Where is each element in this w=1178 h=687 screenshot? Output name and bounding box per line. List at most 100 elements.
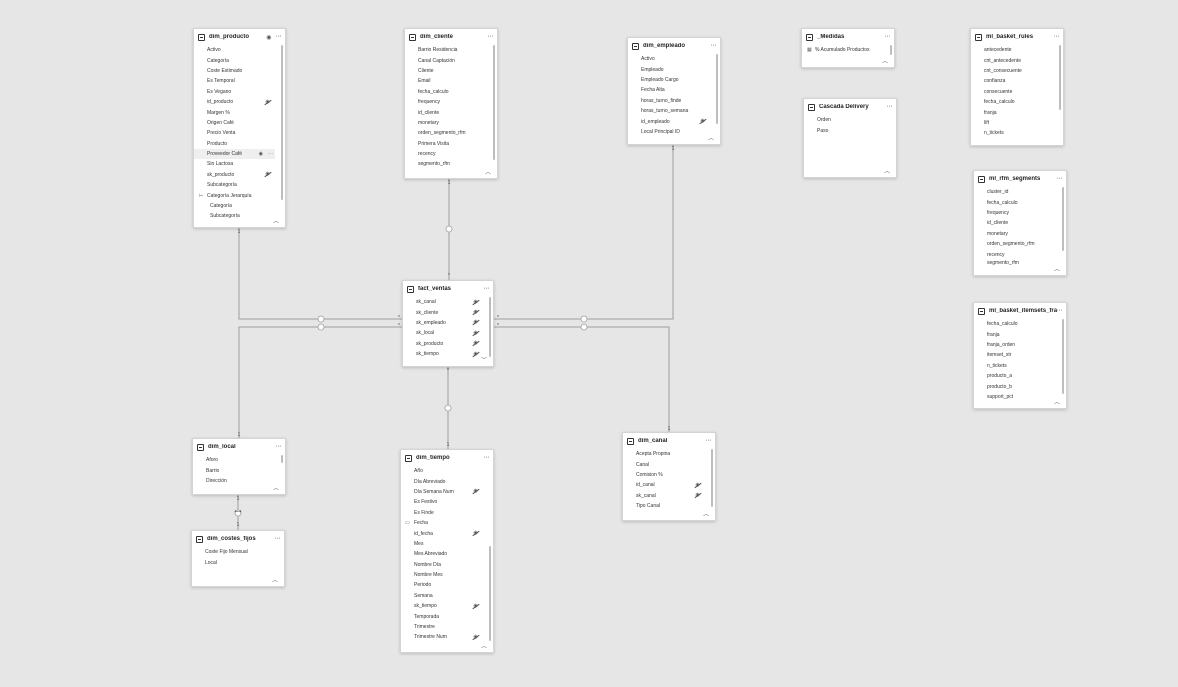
field-item[interactable]: Orden [817,117,831,124]
eye-hidden-icon[interactable]: ◉ [473,633,478,640]
scrollbar[interactable] [281,45,283,200]
chevron-up-icon[interactable]: ︿ [480,644,487,650]
field-item[interactable]: sk_canal◉ [636,492,700,499]
field-item[interactable]: id_cliente [987,220,1009,227]
field-item[interactable]: Temporada [414,613,440,620]
field-item[interactable]: Cliente [418,67,434,74]
field-item[interactable]: Es Festivo [414,499,438,506]
more-options-icon[interactable]: ··· [710,42,717,49]
chevron-up-icon[interactable]: ︿ [1053,267,1060,273]
scrollbar[interactable] [1062,187,1064,251]
field-item[interactable]: sk_empleado◉ [416,319,478,326]
field-item[interactable]: sk_tiempo◉ [414,602,478,610]
eye-hidden-icon[interactable]: ◉ [473,309,478,316]
field-item[interactable]: Email [418,78,431,85]
chevron-up-icon[interactable]: ︿ [881,59,888,65]
field-item[interactable]: fecha_calculo [987,199,1018,206]
table-header[interactable]: dim_cliente ··· [405,29,497,45]
scrollbar[interactable] [711,449,713,507]
field-item[interactable]: fecha_calculo [987,321,1018,328]
more-options-icon[interactable]: ··· [275,33,282,40]
field-item[interactable]: id_canal◉ [636,481,700,489]
field-item[interactable]: monetary [418,119,439,126]
table-card-dim-producto[interactable]: dim_producto ◉ ··· Activo Categoría Cost… [193,28,286,228]
chevron-up-icon[interactable]: ︿ [272,219,279,225]
chevron-up-icon[interactable]: ︿ [484,170,491,176]
field-item[interactable]: Sin Lactosa [207,161,234,168]
eye-hidden-icon[interactable]: ◉ [473,530,478,537]
chevron-up-icon[interactable]: ︿ [883,169,890,175]
eye-hidden-icon[interactable]: ◉ [473,488,478,495]
field-item[interactable]: support_pct [987,393,1014,400]
table-card-dim-costes-fijos[interactable]: dim_costes_fijos ··· Coste Fijo Mensual … [191,530,285,587]
more-options-icon[interactable]: ··· [886,103,893,110]
field-item[interactable]: n_tickets [987,362,1007,369]
field-item[interactable]: sk_tiempo◉ [416,350,478,358]
table-header[interactable]: fact_ventas ··· [403,281,493,297]
field-item[interactable]: monetary [987,230,1008,237]
more-options-icon[interactable]: ··· [1056,307,1063,314]
more-options-icon[interactable]: ··· [1056,175,1063,182]
field-item[interactable]: Precio Venta [207,130,236,137]
table-header[interactable]: dim_empleado ··· [628,38,720,54]
eye-hidden-icon[interactable]: ◉ [473,298,478,305]
field-item[interactable]: cnt_antecedente [984,57,1021,64]
date-field-item[interactable]: ▭Fecha [405,520,428,527]
scrollbar[interactable] [489,546,491,641]
field-item[interactable]: Primera Visita [418,140,450,147]
field-item[interactable]: horas_turno_semana [641,108,689,115]
table-card-ml-basket-itemsets[interactable]: ml_basket_itemsets_fra... ··· fecha_calc… [973,302,1067,409]
hierarchy-level[interactable]: Categoría [210,203,232,210]
scrollbar[interactable] [1059,45,1061,110]
field-item[interactable]: Categoría [207,57,229,64]
field-item[interactable]: orden_segmento_rfm [418,130,466,137]
field-item[interactable]: fecha_calculo [418,88,449,95]
more-options-icon[interactable]: ··· [483,454,490,461]
field-item[interactable]: sk_canal◉ [416,298,478,306]
more-options-icon[interactable]: ··· [884,33,891,40]
field-item[interactable]: Es Temporal [207,78,235,85]
field-item[interactable]: segmento_rfm [418,161,450,168]
field-item[interactable]: Día Abreviado [414,478,446,485]
field-item[interactable]: horas_turno_finde [641,97,682,104]
field-item[interactable]: Subcategoría [207,182,237,189]
field-item[interactable]: Origen Café [207,119,234,126]
eye-icon[interactable]: ◉ [258,151,263,158]
field-item[interactable]: Fecha Alta [641,87,665,94]
field-item[interactable]: frequency [418,99,440,106]
scrollbar[interactable] [489,297,491,357]
field-item[interactable]: frequency [987,209,1009,216]
field-item[interactable]: Semana [414,592,433,599]
scrollbar[interactable] [1062,319,1064,394]
field-item[interactable]: Trimestre [414,624,435,631]
field-item[interactable]: Canal [636,461,650,468]
eye-hidden-icon[interactable]: ◉ [695,481,700,488]
field-item[interactable]: Año [414,468,423,475]
table-card-dim-local[interactable]: dim_local ··· Aforo Barrio Dirección ︿ [192,438,286,495]
field-item[interactable]: recency [418,151,436,158]
field-item[interactable]: Empleado Cargo [641,76,679,83]
field-item[interactable]: Tipo Canal [636,503,660,510]
scrollbar[interactable] [890,45,892,55]
field-item[interactable]: producto_b [987,383,1013,390]
field-item[interactable]: id_fecha◉ [414,530,478,537]
more-options-icon[interactable]: ··· [268,151,273,158]
field-item[interactable]: consecuente [984,88,1013,95]
hierarchy-item[interactable]: ⊢Categoría Jerarquía [199,192,252,199]
field-item[interactable]: sk_cliente◉ [416,309,478,316]
field-item[interactable]: sk_local◉ [416,329,478,337]
field-item[interactable]: lift [984,119,989,126]
field-item[interactable]: franja_orden [987,341,1016,348]
field-item[interactable]: Coste Fijo Mensual [205,549,248,556]
field-item[interactable]: Trimestre Num◉ [414,633,478,641]
field-item[interactable]: segmento_rfm [987,259,1019,265]
table-card-dim-cliente[interactable]: dim_cliente ··· Barrio Residencia Canal … [404,28,498,179]
field-item[interactable]: antecedente [984,47,1012,54]
eye-hidden-icon[interactable]: ◉ [473,350,478,357]
table-card-cascada-delivery[interactable]: Cascada Delivery ··· Orden Paso ︿ [803,98,897,178]
field-item[interactable]: Coste Estimado [207,67,243,74]
field-item[interactable]: id_empleado◉ [641,118,705,125]
table-card-dim-canal[interactable]: dim_canal ··· Acepta Propina Canal Comis… [622,432,716,521]
eye-hidden-icon[interactable]: ◉ [265,171,270,178]
field-item[interactable]: Activo [641,56,655,63]
